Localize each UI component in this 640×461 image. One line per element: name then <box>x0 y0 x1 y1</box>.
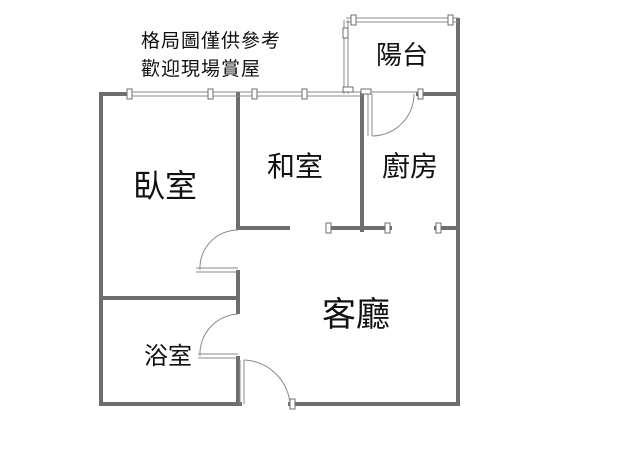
room-label-living-room: 客廳 <box>322 295 390 335</box>
door-bedroom-swing <box>199 229 239 271</box>
window-cap <box>251 88 258 100</box>
window-cap <box>342 27 349 39</box>
window-cap <box>417 88 424 100</box>
room-label-bedroom: 臥室 <box>133 167 198 205</box>
doors <box>196 93 415 405</box>
window-caps <box>126 14 454 410</box>
window-cap <box>350 14 357 26</box>
note-line-2: 歡迎現場賞屋 <box>141 58 262 80</box>
window-cap <box>384 222 391 234</box>
note-line-1: 格局圖僅供參考 <box>141 30 282 52</box>
window-cap <box>342 86 354 93</box>
door-bathroom-swing <box>199 313 239 357</box>
room-label-japanese-room: 和室 <box>267 150 324 183</box>
room-label-balcony: 陽台 <box>376 41 429 71</box>
window-cap <box>435 222 442 234</box>
walls <box>99 18 460 406</box>
window-cap <box>126 88 133 100</box>
door-balcony-swing <box>371 93 415 137</box>
window-cap <box>360 88 372 95</box>
room-label-bathroom: 浴室 <box>144 342 192 370</box>
window-cap <box>301 88 308 100</box>
window-cap <box>325 222 332 234</box>
window-cap <box>289 398 296 410</box>
window-cap <box>207 88 214 100</box>
room-label-kitchen: 廚房 <box>382 150 439 183</box>
window-cap <box>447 14 454 26</box>
door-entrance-swing <box>243 359 291 405</box>
